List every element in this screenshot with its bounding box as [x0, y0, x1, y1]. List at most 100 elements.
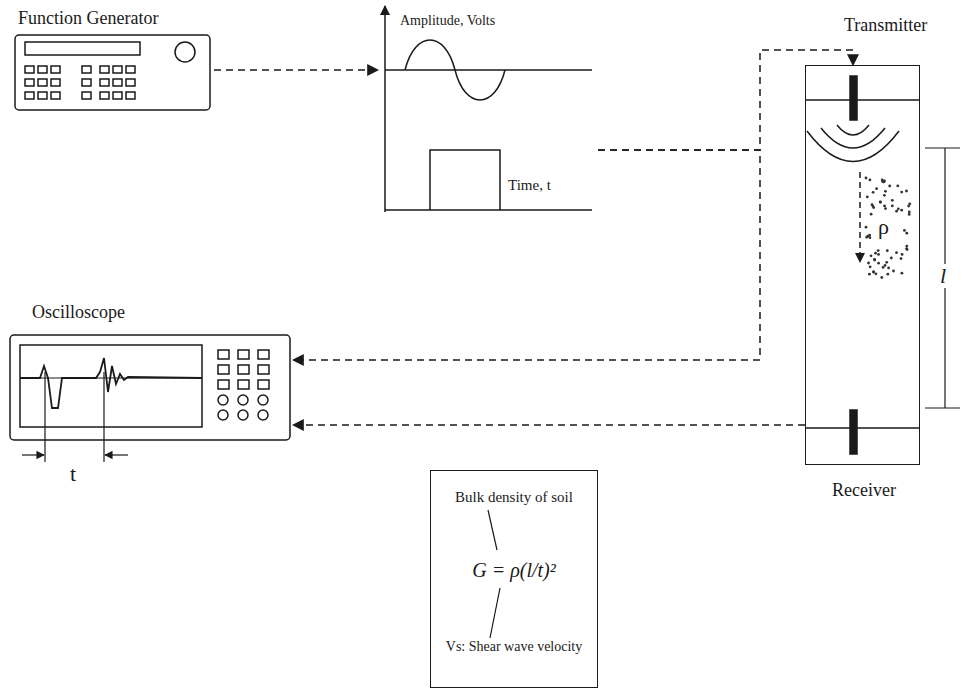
oscilloscope-device [10, 335, 290, 440]
button [258, 380, 269, 389]
button [100, 79, 109, 86]
soil-particle [908, 213, 911, 216]
knob [218, 410, 228, 420]
soil-column: TransmitterρReceiver [805, 65, 920, 465]
oscilloscope-device-part [20, 358, 202, 408]
soil-particle [886, 249, 889, 252]
bender-element-cell-part [850, 410, 857, 454]
soil-particle [901, 272, 904, 275]
function-generator-device [15, 35, 210, 110]
waveform-plot: Amplitude, VoltsTime, t [378, 3, 598, 217]
soil-particle [874, 252, 877, 255]
button [126, 92, 135, 99]
button [238, 365, 249, 374]
bender-element-cell-part [859, 172, 861, 262]
length-dimension-part [925, 407, 960, 408]
button [218, 365, 229, 374]
soil-particle [896, 185, 899, 188]
soil-particle [908, 211, 911, 214]
soil-particle [881, 180, 884, 183]
button [100, 66, 109, 73]
function-generator-device-part [15, 35, 210, 110]
button [51, 92, 60, 99]
soil-particle [869, 236, 872, 239]
soil-particle [888, 185, 891, 188]
node-text: Oscilloscope [32, 302, 125, 323]
button [51, 66, 60, 73]
soil-particle [905, 247, 908, 250]
button [238, 380, 249, 389]
soil-particle [870, 213, 873, 216]
waveform-graph-part [384, 6, 386, 212]
soil-particle [879, 201, 882, 204]
button [25, 79, 34, 86]
soil-particle [868, 273, 871, 276]
button [51, 79, 60, 86]
waveform-graph-part [385, 69, 592, 71]
waveform-graph [385, 6, 592, 212]
node-text: Receiver [832, 480, 896, 501]
soil-particle [870, 254, 873, 257]
waveform-graph-part [385, 209, 592, 211]
leader-line-part [488, 510, 497, 550]
node-text: G = ρ(l/t)² [431, 559, 597, 582]
time-dimension [22, 372, 128, 462]
time-dimension-part [105, 454, 128, 455]
button [38, 79, 47, 86]
soil-particle [900, 209, 903, 212]
soil-particle [900, 257, 903, 260]
soil-particle [885, 261, 888, 264]
soil-particle [900, 191, 903, 194]
button [258, 365, 269, 374]
dimension-label: l [938, 264, 948, 288]
bender-element-cell-part [805, 99, 920, 101]
soil-particle [875, 272, 878, 275]
soil-particle [901, 253, 904, 256]
bender-element-cell-part [805, 427, 920, 429]
bender-element-cell-part [807, 131, 899, 162]
length-dimension [925, 148, 960, 408]
soil-particle [873, 258, 876, 261]
node-text: Bulk density of soil [431, 489, 597, 506]
button [82, 79, 91, 86]
knob [238, 395, 248, 405]
button [126, 79, 135, 86]
node-text: Function Generator [18, 8, 158, 29]
soil-particle [877, 249, 880, 252]
soil-particle [880, 276, 883, 279]
soil-particle [871, 205, 874, 208]
soil-particle [905, 190, 908, 193]
soil-particle [883, 205, 886, 208]
soil-particle [865, 177, 868, 180]
oscilloscope-device-part [20, 345, 202, 427]
time-dimension-part [22, 454, 44, 455]
function-generator-device-part [25, 42, 140, 55]
soil-particle [905, 245, 908, 248]
soil-particle [908, 202, 911, 205]
button [113, 79, 122, 86]
function-generator-device-part [25, 66, 135, 99]
soil-particle [890, 257, 893, 260]
button [38, 66, 47, 73]
button [113, 66, 122, 73]
function-generator: Function Generator [12, 5, 214, 113]
node-text: Amplitude, Volts [400, 13, 495, 29]
waveform-graph-part [430, 150, 500, 210]
soil-particle [884, 207, 887, 210]
oscilloscope-device-part [218, 350, 269, 420]
knob [218, 395, 228, 405]
soil-particle [883, 194, 886, 197]
button [113, 92, 122, 99]
waveform-graph-part [405, 40, 505, 100]
soil-particle [886, 273, 889, 276]
soil-particle [872, 271, 875, 274]
button [100, 92, 109, 99]
button [218, 350, 229, 359]
soil-particle [884, 264, 887, 267]
soil-particle [891, 199, 894, 202]
button [25, 66, 34, 73]
node-text: Transmitter [844, 15, 927, 36]
